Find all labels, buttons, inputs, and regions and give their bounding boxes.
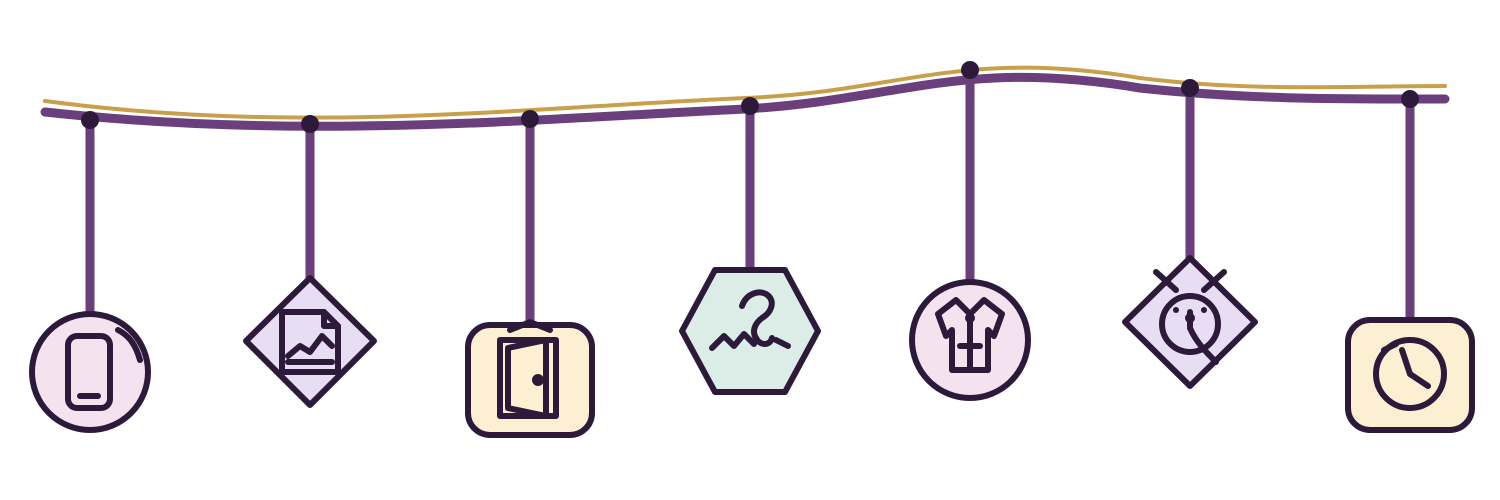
- pendant-door: [465, 319, 595, 438]
- open-door-icon: [497, 319, 559, 419]
- pendant-clock: [1345, 317, 1475, 433]
- pendant-frame-circle: [29, 311, 151, 433]
- smartphone-icon: [65, 327, 143, 411]
- robe-icon: [935, 297, 1005, 373]
- knot-4: [741, 97, 759, 115]
- strings: [85, 65, 1415, 330]
- knot-1: [81, 111, 99, 129]
- rope-highlight: [43, 65, 1447, 120]
- rope: [40, 72, 1450, 131]
- fishing-hook-icon: [709, 289, 791, 351]
- pendant-frame-diamond: [243, 275, 377, 408]
- knot-6: [1181, 79, 1199, 97]
- robe-pin: [965, 313, 975, 323]
- knot-7: [1401, 90, 1419, 108]
- pendant-hook: [679, 267, 821, 395]
- knot-5: [961, 61, 979, 79]
- knot-2: [301, 115, 319, 133]
- bug-eye-left: [1173, 307, 1179, 313]
- clock-icon: [1373, 337, 1447, 411]
- knot-3: [521, 110, 539, 128]
- pendant-bug: [1122, 255, 1258, 389]
- knots: [81, 61, 1419, 133]
- pendant-frame-hexagon: [679, 267, 821, 395]
- pendant-smartphone: [29, 311, 151, 433]
- pendant-robe: [909, 279, 1031, 401]
- bug-core: [1185, 313, 1195, 323]
- bug-eye-right: [1201, 307, 1207, 313]
- pendant-photo-chart: [243, 275, 377, 408]
- photo-chart-icon: [279, 309, 341, 375]
